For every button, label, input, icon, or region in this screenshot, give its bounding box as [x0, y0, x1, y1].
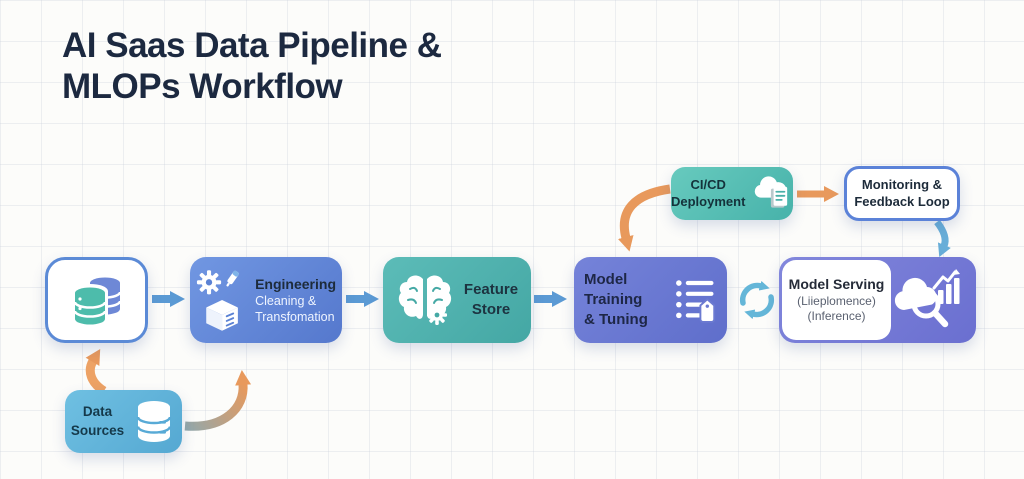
model-serving-title: Model Serving: [788, 276, 885, 293]
arrow-datasources-to-sourcedb: [85, 348, 107, 395]
cicd-title-line1: CI/CD: [690, 176, 726, 192]
monitoring-title-line1: Monitoring &: [861, 176, 943, 192]
feature-store-title-line1: Feature: [463, 280, 519, 298]
node-cicd-deployment: CI/CD Deployment: [671, 167, 793, 220]
node-data-sources: Data Sources: [65, 390, 182, 453]
node-feature-store: Feature Store: [383, 257, 531, 343]
arrow-monitoring-to-serving: [934, 219, 951, 258]
arrow-cicd-to-training: [618, 184, 671, 252]
node-model-training: Model Training & Tuning: [574, 257, 727, 343]
gear-tool-cube-icon: [196, 270, 239, 331]
data-sources-title-line1: Data: [82, 404, 113, 420]
database-stack-icon: [71, 277, 121, 328]
tool-icon: [226, 270, 239, 287]
page-title: AI Saas Data Pipeline & MLOPs Workflow: [62, 26, 442, 107]
sync-loop-icon: [739, 280, 775, 320]
node-monitoring-feedback: Monitoring & Feedback Loop: [844, 166, 960, 221]
data-sources-title-line2: Sources: [70, 422, 125, 438]
engineering-subtitle1: Cleaning &: [255, 293, 317, 308]
cloud-document-icon: [755, 175, 788, 208]
model-serving-subtitle2: (Inference): [807, 308, 866, 323]
cicd-title-line2: Deployment: [671, 193, 746, 209]
database-icon: [136, 400, 172, 442]
feature-store-title-line2: Store: [471, 301, 511, 318]
arrow-datasources-to-engineering: [184, 370, 252, 431]
brain-gear-icon: [398, 275, 452, 325]
model-serving-subtitle1: (Liieplomence): [797, 293, 876, 308]
checklist-tag-icon: [676, 280, 716, 323]
engineering-subtitle2: Transfomation: [255, 310, 335, 325]
model-serving-label-panel: Model Serving (Liieplomence) (Inference): [782, 260, 891, 340]
node-source-database: [45, 257, 148, 343]
node-engineering: Engineering Cleaning & Transfomation: [190, 257, 342, 343]
page-title-line1: AI Saas Data Pipeline &: [62, 26, 442, 65]
monitoring-title-line2: Feedback Loop: [854, 193, 950, 209]
cloud-search-chart-icon: [894, 269, 960, 328]
node-model-serving: Model Serving (Liieplomence) (Inference): [779, 257, 976, 343]
engineering-title: Engineering: [255, 275, 336, 292]
model-training-title-line2: & Tuning: [584, 311, 648, 329]
page-title-line2: MLOPs Workflow: [62, 66, 343, 106]
model-training-title-line1: Model Training: [584, 270, 643, 308]
